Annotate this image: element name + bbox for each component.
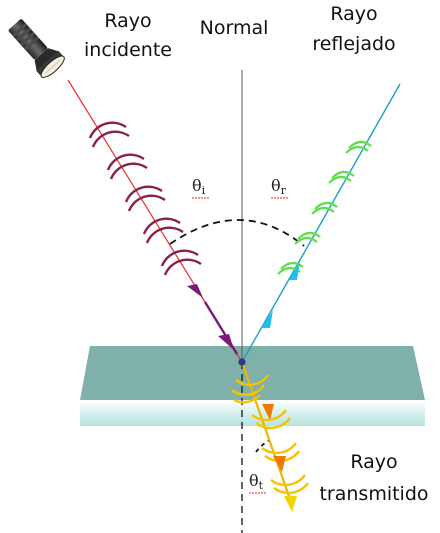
reflected-ray-label-line2: reflejado (312, 33, 395, 55)
reflection-angle-label: θr (271, 176, 287, 197)
incidence-angle-label: θi (192, 176, 206, 197)
reflected-ray-label-line1: Rayo (330, 3, 377, 25)
reflected-wavefront (314, 201, 338, 210)
reflected-arrow (289, 262, 300, 280)
reflected-ray (241, 83, 401, 363)
transmitted-wavefront (270, 474, 306, 487)
reflected-wavefront (331, 170, 355, 179)
flashlight-icon (8, 19, 65, 78)
reflected-wavefront (311, 206, 335, 215)
transmitted-wavefront (255, 417, 291, 430)
glass-top-face (80, 346, 425, 400)
incident-wavefront (88, 121, 127, 139)
transmitted-wavefront (231, 384, 265, 396)
normal-label: Normal (200, 17, 269, 39)
incidence-angle-symbol: θ (192, 176, 202, 195)
incidence-point (238, 358, 246, 366)
incidence-angle-subscript: i (202, 184, 206, 197)
reflected-arrow (261, 310, 273, 328)
transmitted-arrow (262, 404, 274, 420)
incident-wavefronts (88, 121, 202, 276)
transmission-angle-label: θt (249, 471, 264, 492)
transmitted-arrow (273, 456, 286, 472)
incident-wavefront (163, 258, 202, 276)
glass-front-face (80, 400, 425, 426)
incident-wavefront (127, 194, 166, 212)
incident-arrow (187, 284, 203, 298)
incident-ray-label-line2: incidente (84, 39, 172, 61)
reflected-wavefront (345, 145, 369, 154)
transmitted-wavefront (235, 374, 269, 386)
incident-wavefront (142, 217, 181, 235)
incident-ray-label-line1: Rayo (104, 10, 151, 32)
transmission-angle-subscript: t (259, 479, 264, 492)
incidence-reflection-arc (169, 219, 305, 247)
transmitted-wavefront (261, 442, 297, 455)
reflected-wavefront (328, 175, 352, 184)
transmitted-arrow (284, 496, 297, 512)
transmitted-wavefront (233, 394, 261, 404)
reflected-wavefront (348, 140, 372, 149)
incident-wavefront (160, 249, 199, 267)
reflected-wavefront (294, 236, 318, 245)
incident-wavefront (124, 185, 163, 203)
reflected-wavefront (280, 261, 304, 270)
glass-slab (80, 346, 425, 426)
transmitted-wavefront (273, 482, 309, 495)
transmission-angle-symbol: θ (249, 471, 259, 490)
reflected-wavefront (297, 231, 321, 240)
reflection-angle-symbol: θ (271, 176, 281, 195)
incident-wavefront (106, 153, 145, 171)
transmitted-ray-label-line1: Rayo (350, 451, 397, 473)
reflection-angle-subscript: r (281, 184, 287, 197)
incident-wavefront (145, 226, 184, 244)
incident-wavefront (91, 130, 130, 148)
reflected-wavefronts (277, 140, 372, 275)
transmitted-ray-label-line2: transmitido (319, 483, 428, 505)
incident-arrow (218, 334, 234, 350)
incident-wavefront (109, 162, 148, 180)
